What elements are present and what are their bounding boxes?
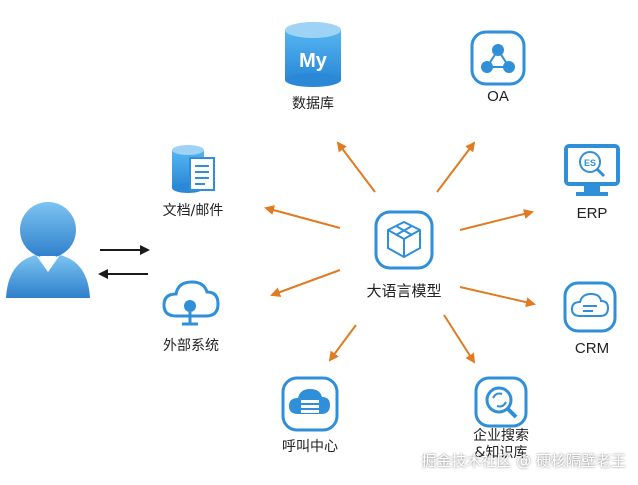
arrow-to-callcenter <box>328 324 357 362</box>
arrow-to-search <box>443 314 476 364</box>
watermark: 掘金技术社区 @ 硬核隔壁老王 <box>421 452 626 470</box>
arrow-to-crm <box>459 286 536 308</box>
oa-label: OA <box>487 88 509 105</box>
search-label-line2: &知识库 <box>474 445 528 461</box>
arrow-to-database <box>336 141 376 193</box>
search-label-line1: 企业搜索 <box>473 428 529 444</box>
arrow-to-docs <box>264 205 341 229</box>
hub-label: 大语言模型 <box>366 282 442 300</box>
cloud-system-icon <box>162 280 220 326</box>
arrow-to-external <box>270 269 341 297</box>
cloud-chat-icon <box>563 281 617 333</box>
mysql-database-icon: My <box>285 22 341 87</box>
svg-text:ES: ES <box>584 158 596 168</box>
monitor-es-icon: ES <box>564 144 620 196</box>
search-label: 企业搜索 &知识库 <box>456 428 546 462</box>
database-label: 数据库 <box>292 96 334 112</box>
search-loop-icon <box>474 376 528 428</box>
document-database-icon <box>172 145 215 193</box>
network-nodes-icon <box>470 30 526 86</box>
cloud-server-icon <box>281 376 339 432</box>
crm-label: CRM <box>574 340 610 357</box>
callcenter-label: 呼叫中心 <box>282 439 338 455</box>
svg-text:My: My <box>299 50 328 72</box>
arrow-to-erp <box>459 209 534 231</box>
external-label: 外部系统 <box>163 338 219 354</box>
erp-label: ERP <box>576 205 608 222</box>
cube-cluster-icon <box>374 210 434 270</box>
arrow-to-oa <box>436 141 476 193</box>
docs-label: 文档/邮件 <box>162 203 224 219</box>
user-avatar-icon <box>6 202 90 298</box>
hub-arrows <box>264 141 536 364</box>
